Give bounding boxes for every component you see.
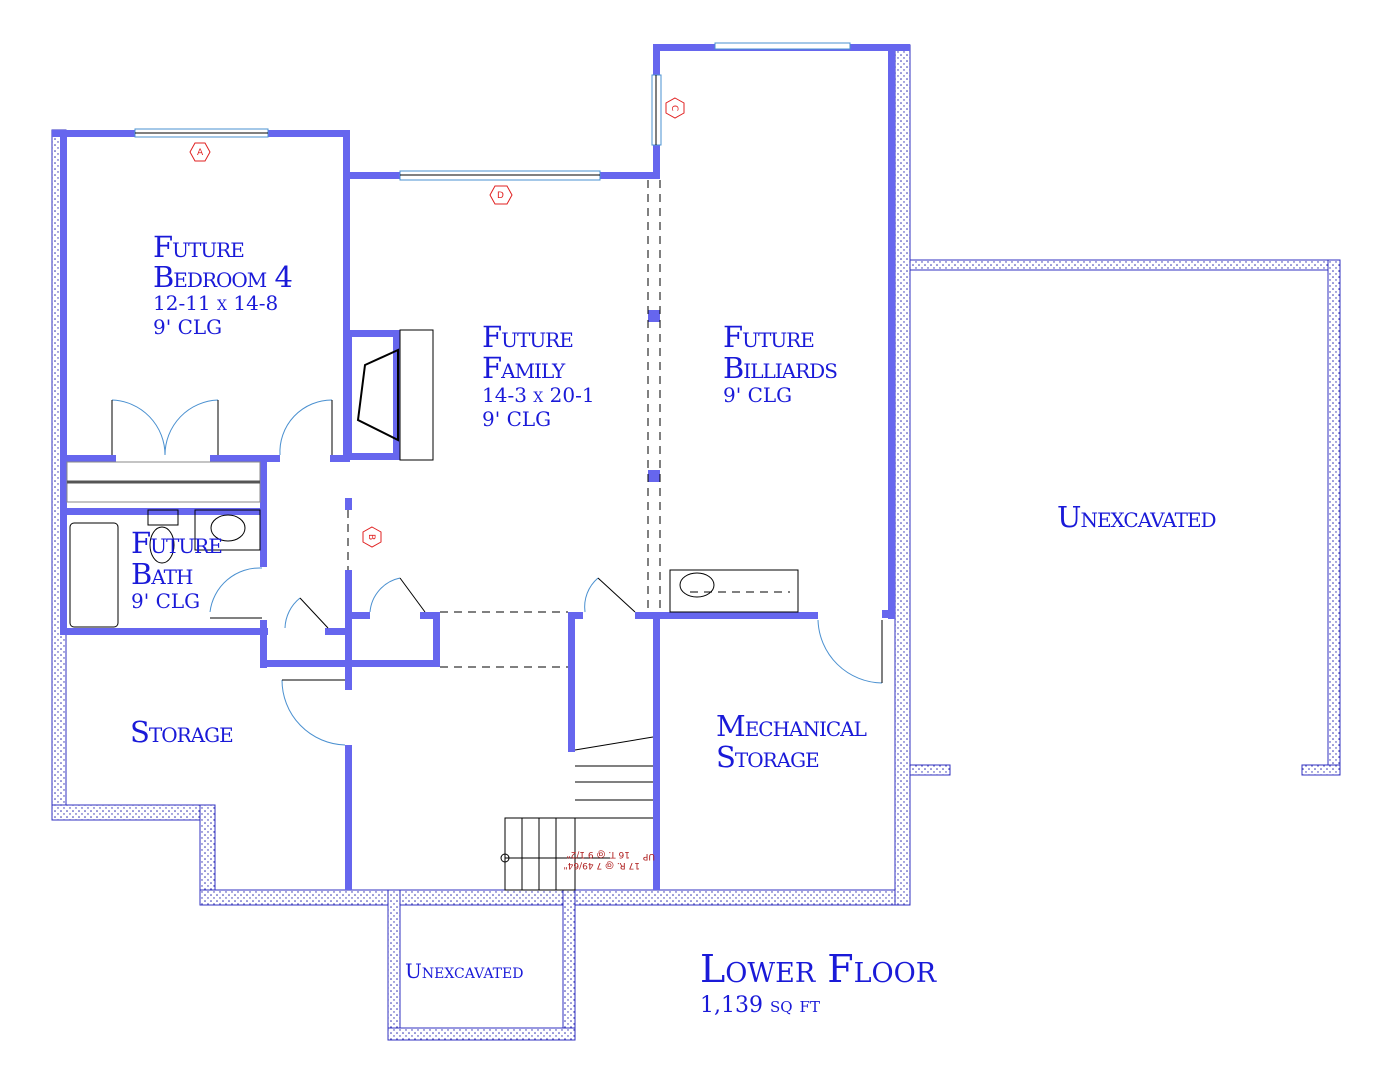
laundry-sink <box>679 572 715 598</box>
svg-text:Bath: Bath <box>131 557 193 591</box>
svg-text:Unexcavated: Unexcavated <box>1057 500 1216 534</box>
windows <box>134 42 851 181</box>
svg-text:Mechanical: Mechanical <box>716 709 867 743</box>
fireplace <box>356 348 399 442</box>
plan-name: Lower Floor <box>700 947 937 991</box>
bathtub <box>69 522 119 628</box>
plan-area: 1,139 sq ft <box>700 993 820 1018</box>
room-label-family: Future Family 14-3 x 20-1 9' CLG <box>482 320 595 431</box>
svg-text:9' CLG: 9' CLG <box>131 589 200 613</box>
svg-text:9' CLG: 9' CLG <box>723 383 792 407</box>
fixtures <box>66 329 799 628</box>
svg-text:D: D <box>497 191 504 201</box>
svg-text:Future: Future <box>153 230 244 264</box>
door-swings <box>111 399 883 746</box>
stairs: UP 17 R. @ 7 49/64" 16 T. @ 9 1/2" <box>500 736 655 891</box>
room-label-bath: Future Bath 9' CLG <box>131 526 223 613</box>
svg-text:Bedroom 4: Bedroom 4 <box>153 260 292 294</box>
window-tag-b: B <box>362 526 382 548</box>
room-label-billiards: Future Billiards 9' CLG <box>723 320 838 407</box>
svg-text:9' CLG: 9' CLG <box>153 315 222 339</box>
svg-text:C: C <box>669 105 679 111</box>
room-label-unexcavated-bottom: Unexcavated <box>405 959 523 983</box>
stair-treads: 16 T. @ 9 1/2" <box>566 849 630 859</box>
stair-direction: UP <box>642 851 655 861</box>
svg-text:Future: Future <box>482 320 573 354</box>
svg-text:14-3 x 20-1: 14-3 x 20-1 <box>482 383 595 407</box>
room-label-storage: Storage <box>130 715 234 749</box>
sink <box>210 514 246 542</box>
svg-text:Future: Future <box>131 526 222 560</box>
svg-text:Family: Family <box>482 351 566 385</box>
svg-text:Storage: Storage <box>130 715 233 749</box>
window-tag-d: D <box>489 185 513 205</box>
svg-text:Billiards: Billiards <box>723 351 837 385</box>
svg-text:Unexcavated: Unexcavated <box>405 959 523 983</box>
svg-text:A: A <box>197 148 204 158</box>
svg-text:Storage: Storage <box>716 740 819 774</box>
room-label-bedroom: Future Bedroom 4 12-11 x 14-8 9' CLG <box>153 230 293 339</box>
toilet <box>147 509 179 526</box>
room-label-unexcavated-right: Unexcavated <box>1057 500 1217 534</box>
room-label-mechanical: Mechanical Storage <box>716 709 868 774</box>
stair-risers: 17 R. @ 7 49/64" <box>564 860 641 870</box>
svg-text:Future: Future <box>723 320 814 354</box>
plan-title: Lower Floor 1,139 sq ft <box>700 947 937 1018</box>
svg-text:9' CLG: 9' CLG <box>482 407 551 431</box>
window-tag-a: A <box>189 142 211 162</box>
openings <box>347 180 790 668</box>
svg-text:B: B <box>366 534 376 540</box>
svg-text:12-11 x 14-8: 12-11 x 14-8 <box>153 291 278 315</box>
window-tag-c: C <box>665 97 685 119</box>
foundation-walls <box>51 44 1341 1041</box>
